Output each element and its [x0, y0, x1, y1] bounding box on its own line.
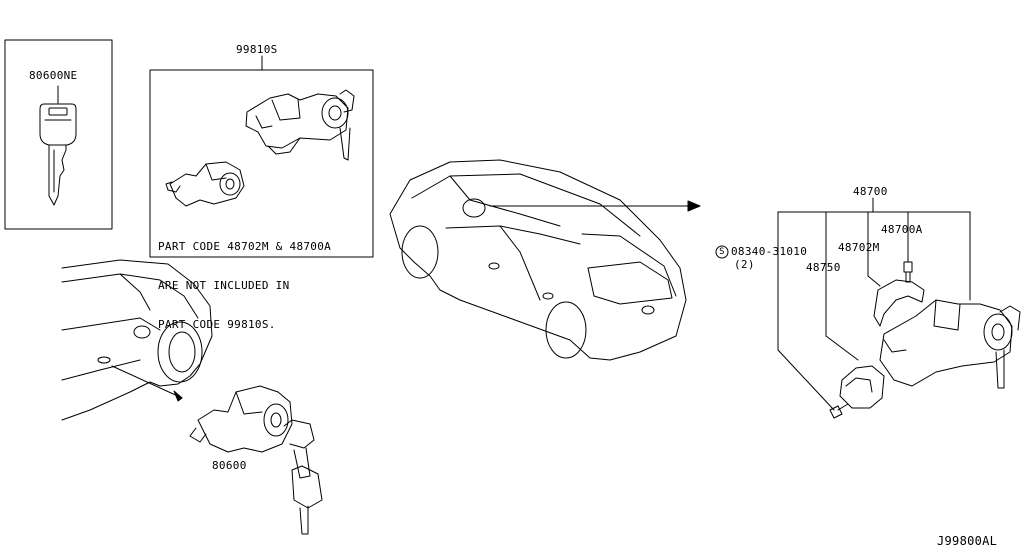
arrow-to-door-lock — [111, 365, 183, 399]
mounting-screw-shank — [837, 403, 849, 411]
key-illustration — [4, 39, 113, 230]
door-lock-clip — [189, 427, 207, 443]
car-front-door-line — [499, 225, 541, 301]
ignition-cylinder — [245, 93, 349, 149]
door-lock-keyhole — [270, 412, 282, 428]
car-rear-handle — [97, 356, 111, 364]
car-rear-hub — [168, 331, 196, 373]
switch-part-label: 48750 — [806, 261, 841, 274]
car-front-rear-window — [587, 261, 673, 305]
door-cylinder-face — [219, 172, 241, 196]
screw-part-label: 08340-31010 — [731, 245, 808, 258]
lock-body-bracket — [883, 339, 907, 353]
lock-assembly-illustration — [829, 261, 1021, 419]
lock-assembly-leaders — [715, 197, 971, 411]
door-lock-ring — [235, 391, 263, 415]
car-front-beltline — [445, 225, 581, 245]
lock-key-blade — [995, 349, 1005, 389]
key-blade — [48, 144, 67, 206]
door-cylinder-keyhole — [225, 178, 235, 190]
car-rear-view — [61, 259, 213, 421]
car-front-handle — [488, 262, 500, 270]
door-lock-key-bow — [291, 465, 323, 509]
lock-cover — [873, 279, 925, 327]
car-front-wheel — [401, 225, 439, 279]
door-lock-key-blade — [299, 505, 309, 535]
car-rear-wheel — [157, 321, 203, 383]
car-rear-pillar — [119, 273, 151, 311]
key-in-cylinder-head — [339, 89, 355, 113]
car-front-tailgate — [581, 233, 677, 297]
car-rear-roofline — [61, 273, 199, 319]
ignition-set-illustration — [149, 55, 374, 258]
car-front-view — [389, 159, 701, 361]
lock-body-label: 48700A — [881, 223, 923, 236]
car-rear-fuel-door — [133, 325, 151, 339]
car-front-rear-handle — [542, 292, 554, 300]
diagram-id-label: J99800AL — [937, 534, 998, 548]
note-line-1: PART CODE 48702M & 48700A — [158, 240, 332, 253]
key-logo-slot — [48, 107, 68, 116]
pin-screw-shank — [905, 271, 911, 283]
car-rear-sill — [61, 359, 141, 381]
door-lock-key-shank — [293, 447, 311, 479]
lock-body-ring — [933, 299, 961, 331]
lock-face — [983, 313, 1013, 351]
door-lock-face — [263, 403, 289, 437]
lock-keyhole — [991, 323, 1005, 341]
cover-leader — [867, 211, 881, 287]
key-box — [4, 39, 113, 230]
pin-screw — [903, 261, 913, 273]
screw-leader — [777, 211, 835, 411]
car-front-body — [389, 159, 687, 361]
lock-assembly-label: 48700 — [853, 185, 888, 198]
ignition-switch — [839, 365, 885, 409]
cylinder-ring — [271, 99, 301, 121]
ignition-set-label: 99810S — [236, 43, 278, 56]
arrow-head — [173, 390, 183, 402]
lock-cover-label: 48702M — [838, 241, 880, 254]
screw-symbol: S — [719, 247, 725, 257]
screw-quantity-label: (2) — [734, 258, 755, 271]
car-rear-body — [61, 259, 213, 421]
lock-body — [879, 299, 1013, 387]
lock-key-head — [999, 305, 1021, 331]
car-front-emblem — [641, 305, 655, 315]
ignition-switch-detail — [845, 377, 873, 393]
door-lock-body — [197, 385, 293, 453]
car-front-windshield — [449, 175, 561, 227]
parts-note: PART CODE 48702M & 48700A ARE NOT INCLUD… — [158, 214, 331, 357]
car-front-rear-wheel — [545, 301, 587, 359]
cylinder-face — [321, 97, 349, 129]
key-part-label: 80600NE — [29, 69, 78, 82]
cylinder-bracket — [255, 115, 273, 129]
cylinder-keyhole — [328, 105, 342, 121]
door-cylinder-clip — [165, 181, 181, 193]
cylinder-base — [267, 137, 301, 155]
car-front-ignition-marker — [462, 198, 486, 218]
door-lock-illustration — [189, 385, 323, 535]
door-cylinder-ring — [205, 163, 227, 181]
key-head — [39, 103, 77, 146]
door-lock-label: 80600 — [212, 459, 247, 472]
door-cylinder-small — [169, 161, 245, 207]
car-front-roof — [411, 173, 641, 237]
mounting-screw-head — [829, 405, 843, 419]
car-rear-beltline — [61, 317, 161, 331]
door-lock-key-head — [283, 419, 315, 449]
note-line-2: ARE NOT INCLUDED IN — [158, 279, 290, 292]
switch-leader — [825, 211, 859, 361]
note-line-3: PART CODE 99810S. — [158, 318, 276, 331]
key-in-cylinder-blade — [339, 127, 351, 161]
arrow-head — [687, 200, 701, 212]
screw-symbol-circle — [715, 245, 729, 259]
